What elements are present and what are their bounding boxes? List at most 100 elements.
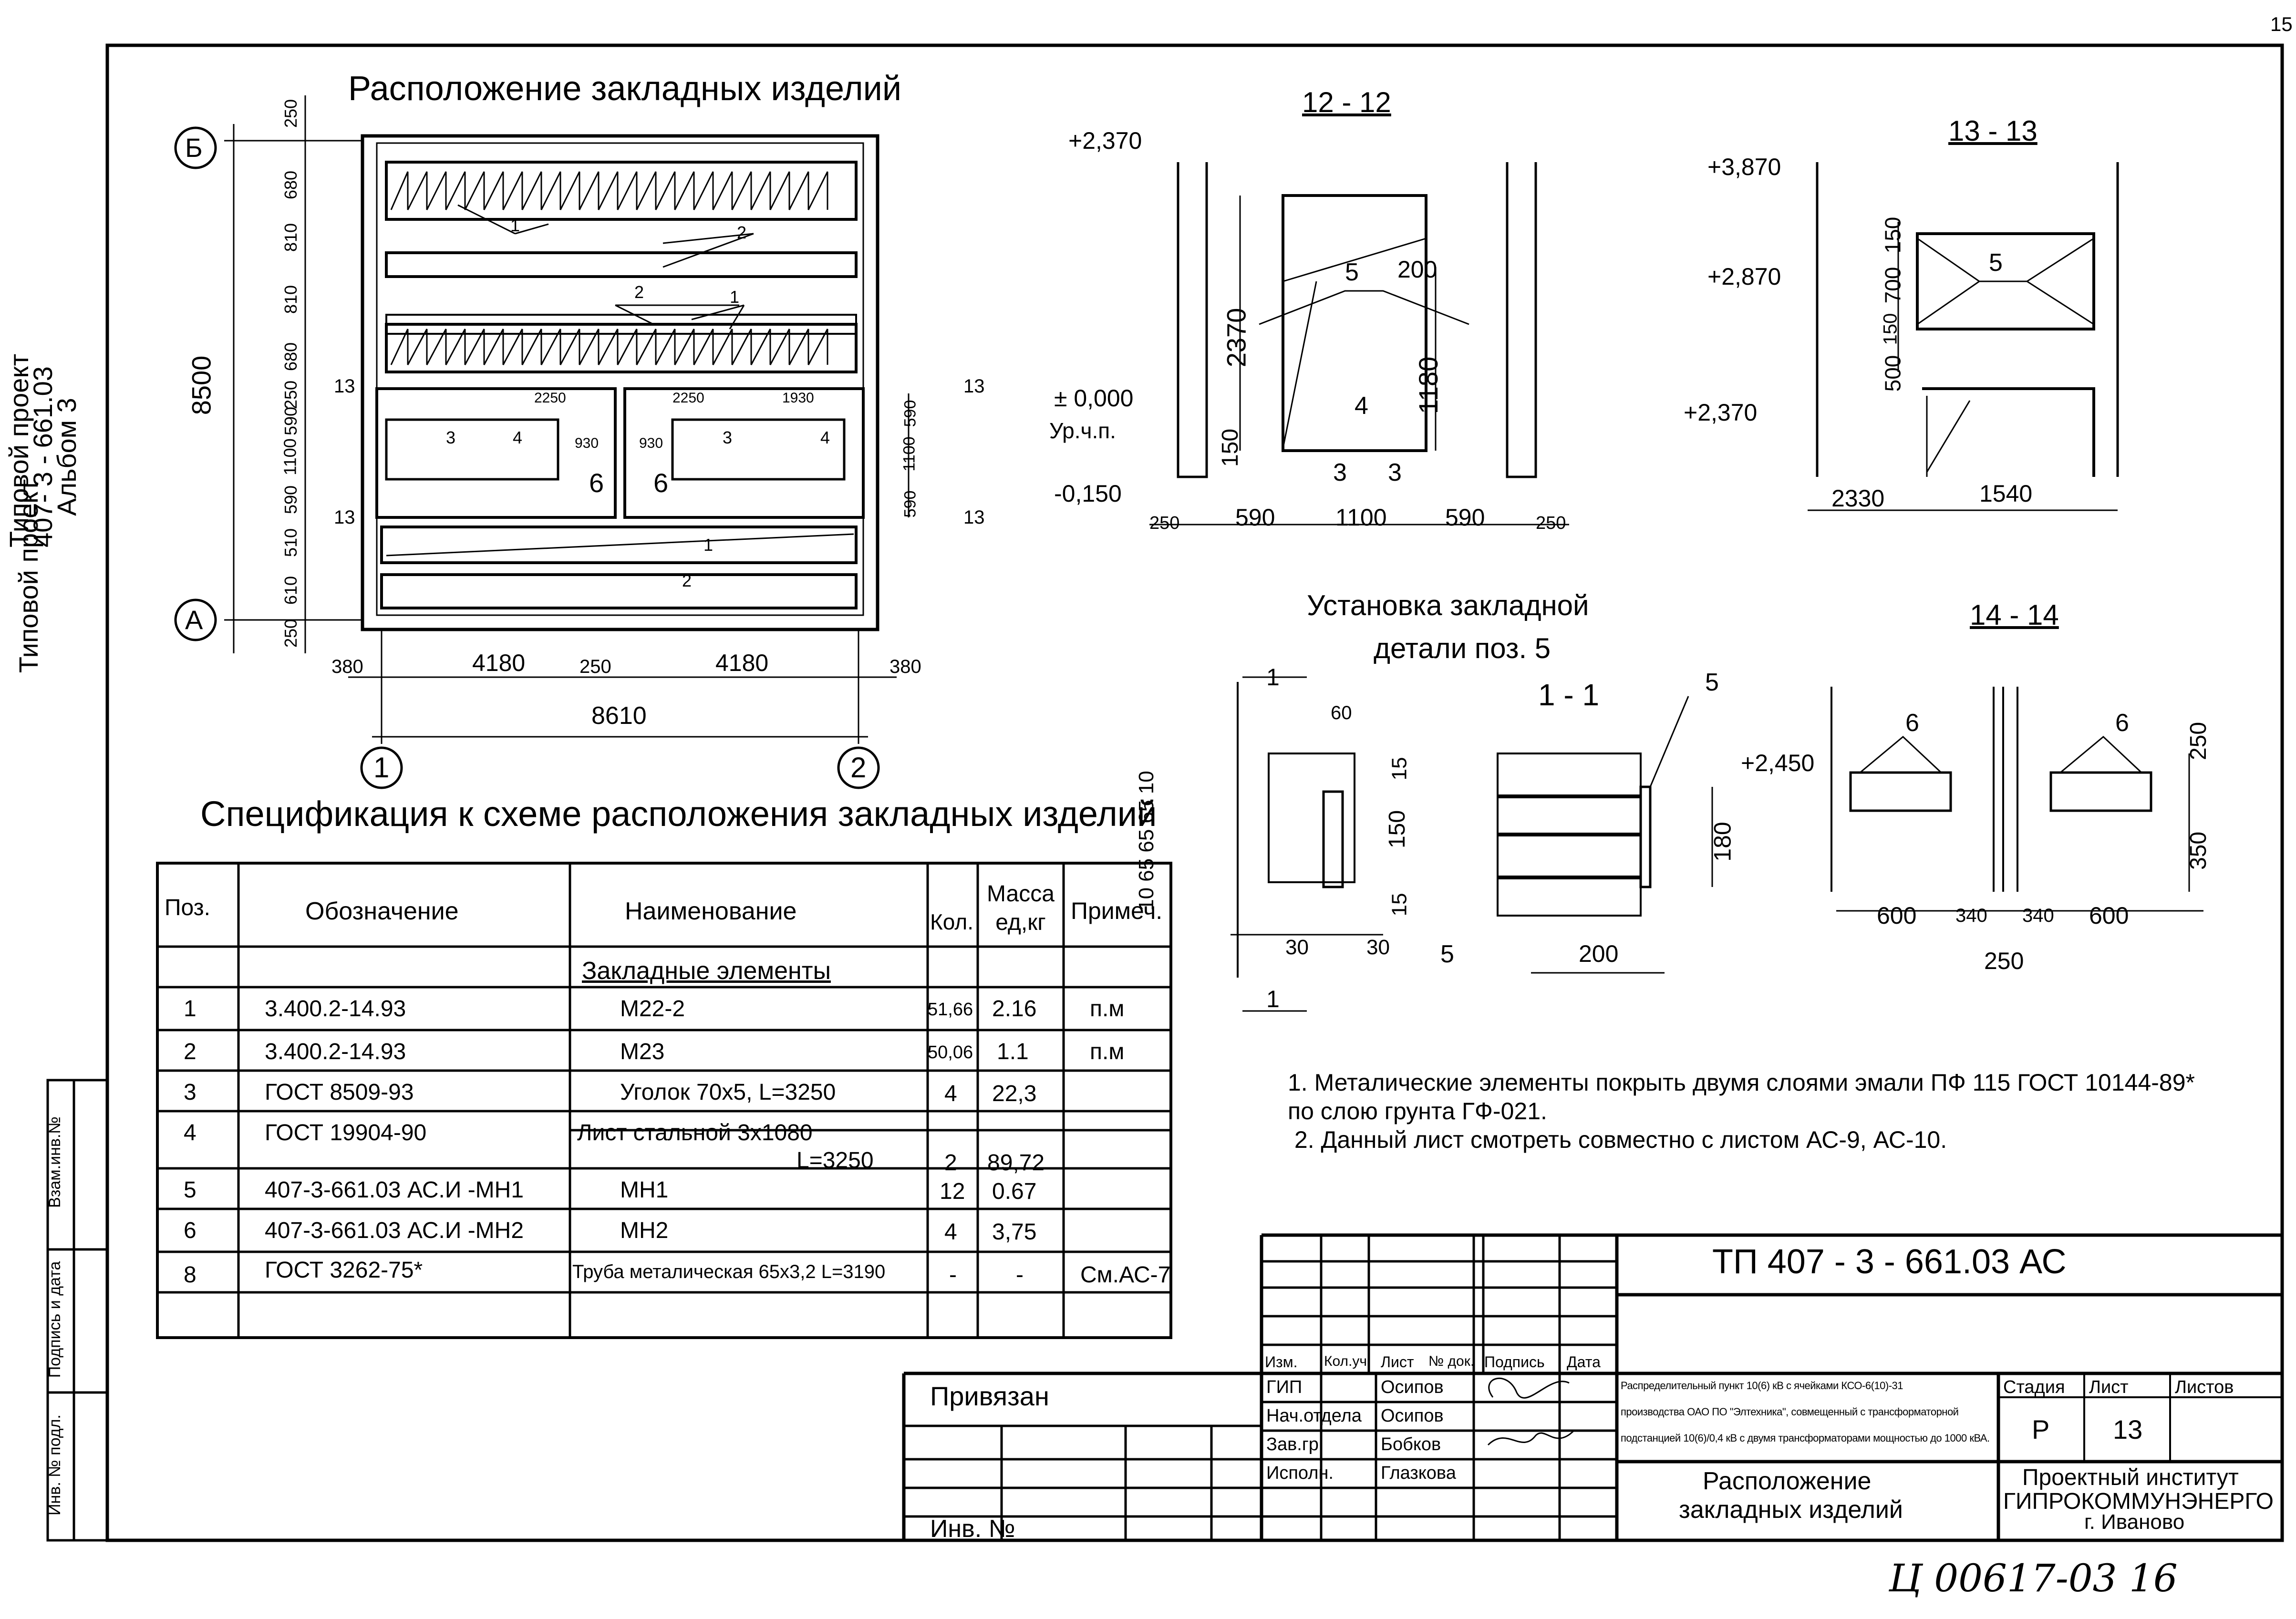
tb-org-1: Проектный институт xyxy=(2022,1465,2239,1490)
section-12-pos-3b: 3 xyxy=(1388,459,1402,486)
section-13-pos-5: 5 xyxy=(1989,249,2003,277)
plan-inner-dim-2250-right: 2250 xyxy=(672,390,704,406)
plan-dim-left-width: 4180 xyxy=(472,650,526,676)
section-13-dim-1540: 1540 xyxy=(1979,480,2033,507)
spec-cell-mass: 89,72 xyxy=(987,1150,1045,1176)
install-dim-30b: 30 xyxy=(1366,936,1390,959)
plan-dim-edge-right: 380 xyxy=(889,656,921,677)
spec-group-title: Закладные элементы xyxy=(582,957,831,985)
spec-cell-code: 407-3-661.03 АС.И -МН1 xyxy=(265,1177,524,1203)
section-13-level-3: +2,370 xyxy=(1684,399,1758,426)
section-13-level-1: +3,870 xyxy=(1707,154,1781,180)
spec-cell-pos: 3 xyxy=(184,1080,197,1105)
spec-cell-code: ГОСТ 8509-93 xyxy=(265,1080,414,1105)
plan-pos-3-left: 3 xyxy=(446,428,456,447)
section-14-pos-6b: 6 xyxy=(2115,709,2129,737)
spec-header-name: Наименование xyxy=(625,897,797,925)
strip-signature-date: Подпись и дата xyxy=(46,1261,64,1378)
plan-left-dim: 250 xyxy=(281,619,301,648)
spec-header-mass: Масса ед,кг xyxy=(987,881,1055,935)
tb-stage-value: Р xyxy=(2032,1414,2050,1444)
section-14-title: 14 - 14 xyxy=(1970,599,2059,631)
plan-inner-dim-1930: 1930 xyxy=(782,390,814,406)
tb-header-list: Лист xyxy=(1381,1353,1414,1371)
install-section-title: 1 - 1 xyxy=(1538,678,1600,712)
spec-cell-qty: 2 xyxy=(944,1150,957,1176)
section-12-dim-b-590a: 590 xyxy=(1235,504,1275,531)
plan-pos-2-bottom: 2 xyxy=(682,571,692,590)
install-cut-bottom: 1 xyxy=(1266,986,1280,1012)
section-14-dim-600a: 600 xyxy=(1877,902,1917,929)
plan-left-dim: 1100 xyxy=(280,438,300,475)
plan-inner-dim-930-left: 930 xyxy=(575,435,599,451)
strip-vzam-inv: Взам.инв.№ xyxy=(46,1116,64,1208)
spec-cell-pos: 2 xyxy=(184,1039,197,1064)
plan-pos-1-bottom: 1 xyxy=(703,535,714,555)
section-12-dim-2370: 2370 xyxy=(1221,308,1251,368)
install-title-1: Установка закладной xyxy=(1307,589,1589,621)
plan-right-dim-2: 1100 xyxy=(900,436,919,472)
spec-cell-code: ГОСТ 3262-75* xyxy=(265,1258,423,1283)
spec-cell-qty: - xyxy=(949,1262,957,1288)
install-cut-top: 1 xyxy=(1266,664,1280,691)
plan-left-dim: 810 xyxy=(281,285,301,314)
spec-cell-pos: 5 xyxy=(184,1177,197,1203)
spec-cell-pos: 1 xyxy=(184,996,197,1021)
spec-cell-pos: 8 xyxy=(184,1262,197,1288)
plan-section-mark-right-bottom: 13 xyxy=(963,507,985,528)
spec-cell-mass: 0.67 xyxy=(992,1179,1037,1204)
spec-cell-note: См.АС-7 xyxy=(1080,1262,1171,1288)
plan-pos-4-left: 4 xyxy=(513,428,523,447)
install-dim-60: 60 xyxy=(1331,702,1352,723)
section-12-pos-3a: 3 xyxy=(1333,459,1347,486)
tb-header-date: Дата xyxy=(1567,1353,1601,1371)
tb-sheet-value: 13 xyxy=(2113,1414,2143,1444)
plan-right-dim-1: 590 xyxy=(901,400,920,427)
section-12-pos-5: 5 xyxy=(1345,258,1359,286)
plan-dim-right-width: 4180 xyxy=(715,650,769,676)
install-dim-15a: 15 xyxy=(1387,757,1411,781)
spec-header-code: Обозначение xyxy=(305,897,459,925)
table-row: 1 3.400.2-14.93 М22-2 51,66 2.16 п.м xyxy=(157,987,1171,1030)
spec-header-note: Примеч. xyxy=(1071,897,1163,924)
plan-dim-total-height: 8500 xyxy=(186,355,217,415)
section-12-dim-150: 150 xyxy=(1218,428,1243,467)
install-left-dims: 10 65 65 65 10 xyxy=(1130,644,1163,911)
tb-role-zav: Зав.гр. xyxy=(1266,1434,1324,1454)
side-stamp-text-3: Альбом 3 xyxy=(52,398,82,516)
spec-cell-mass: 3,75 xyxy=(992,1219,1037,1245)
spec-cell-qty: 4 xyxy=(944,1081,957,1106)
tb-description-3: подстанцией 10(6)/0,4 кВ с двумя трансфо… xyxy=(1621,1432,1990,1444)
install-left-dim: 10 xyxy=(1135,771,1158,794)
spec-cell-name: Уголок 70х5, L=3250 xyxy=(620,1080,836,1105)
spec-cell-code: ГОСТ 19904-90 xyxy=(265,1120,427,1145)
table-row: 8 ГОСТ 3262-75* Труба металическая 65х3,… xyxy=(157,1252,1171,1292)
section-12-dim-200: 200 xyxy=(1397,256,1438,283)
section-12-pos-4: 4 xyxy=(1355,392,1368,420)
plan-inner-dim-2250-left: 2250 xyxy=(534,390,566,406)
plan-left-dim: 250 xyxy=(281,99,301,128)
table-row: 2 3.400.2-14.93 М23 50,06 1.1 п.м xyxy=(157,1030,1171,1071)
tb-org-2: ГИПРОКОММУНЭНЕРГО xyxy=(2003,1489,2274,1514)
plan-left-dim: 810 xyxy=(281,223,301,252)
tb-sheets-label: Листов xyxy=(2175,1377,2234,1397)
section-12-level-bottom: -0,150 xyxy=(1054,480,1122,507)
spec-title: Спецификация к схеме расположения заклад… xyxy=(200,794,1157,834)
plan-left-dims: 250 680 810 810 680 250 590 1100 590 510… xyxy=(277,95,305,658)
spec-cell-code: 3.400.2-14.93 xyxy=(265,996,406,1021)
plan-left-dim: 590 xyxy=(281,406,301,436)
section-13-dim-2330: 2330 xyxy=(1831,485,1885,512)
section-13-dim-150b: 150 xyxy=(1880,313,1901,345)
section-14-dim-right-250: 250 xyxy=(2186,722,2212,761)
spec-cell-qty: 51,66 xyxy=(928,1000,973,1020)
section-14-dim-340a: 340 xyxy=(1955,905,1987,926)
tb-header-kol: Кол.уч. xyxy=(1324,1353,1371,1369)
section-14-dim-340b: 340 xyxy=(2022,905,2054,926)
tb-name-nach: Осипов xyxy=(1381,1406,1444,1426)
table-row: 5 407-3-661.03 АС.И -МН1 МН1 12 0.67 xyxy=(157,1168,1171,1209)
spec-header-qty: Кол. xyxy=(930,909,973,934)
spec-cell-qty: 4 xyxy=(944,1219,957,1245)
plan-dim-total-width: 8610 xyxy=(591,702,647,730)
section-13-dim-150a: 150 xyxy=(1880,217,1905,254)
